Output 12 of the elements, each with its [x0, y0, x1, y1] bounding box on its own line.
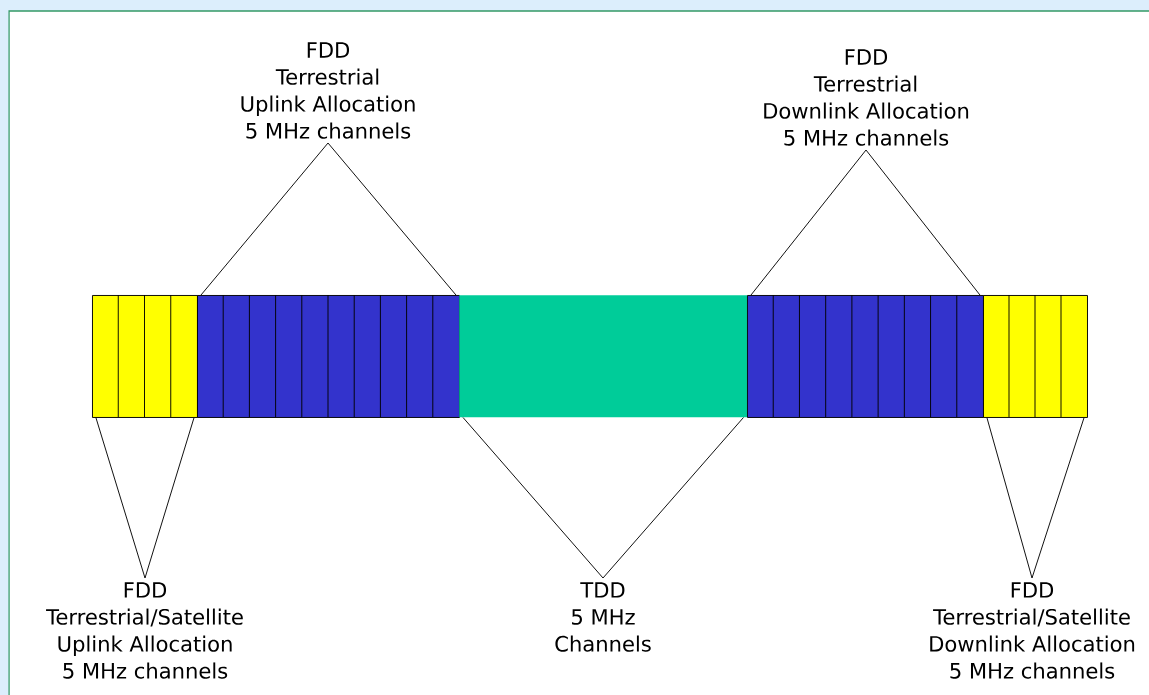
- leader-line: [462, 417, 744, 579]
- leader-line: [750, 149, 981, 296]
- label-text: FDD Terrestrial/Satellite Uplink Allocation 5 MHz channels: [46, 582, 243, 679]
- channel-block: [983, 295, 1088, 418]
- leader-line: [200, 142, 457, 296]
- label-text: FDD Terrestrial/Satellite Downlink Allocation 5 MHz channels: [930, 582, 1135, 679]
- label-text: FDD Terrestrial Uplink Allocation 5 MHz channels: [241, 42, 415, 139]
- leader-line: [986, 417, 1085, 579]
- leader-line: [95, 417, 195, 579]
- label-text: FDD Terrestrial Downlink Allocation 5 MHz channels: [764, 49, 969, 146]
- label-text: TDD 5 MHz Channels: [555, 582, 651, 652]
- channel-block: [92, 295, 198, 418]
